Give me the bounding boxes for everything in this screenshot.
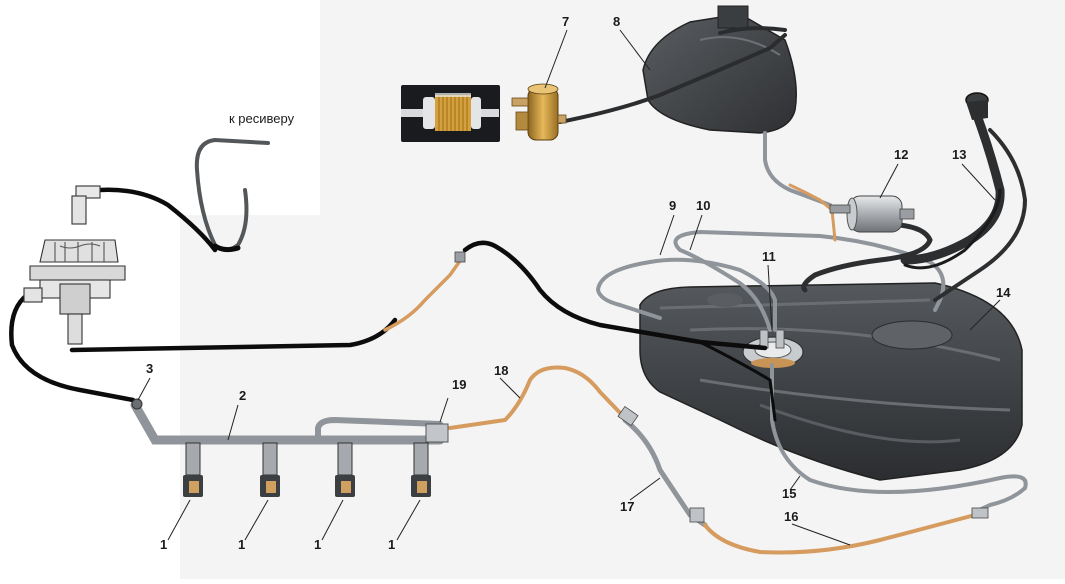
callout-8: 8 [613,14,621,29]
fuel-rail [130,398,449,445]
callout-2: 2 [239,388,247,403]
injector-2 [260,442,280,497]
injector-4 [411,442,431,497]
callout-19: 19 [452,377,467,392]
copper-tubes [383,183,977,555]
callout-17: 17 [620,499,635,514]
filler-neck-cap [965,92,989,120]
evap-canister [642,5,797,134]
receiver-caption: к ресиверу [229,111,295,126]
callout-18: 18 [494,363,509,378]
leader-lines [137,29,1001,546]
callout-1-b: 1 [238,537,246,552]
black-hoses [9,105,1028,422]
callout-12: 12 [894,147,909,162]
injector-3 [335,442,355,497]
callout-1-c: 1 [314,537,322,552]
pressure-regulator [23,185,126,345]
injector-1 [183,442,203,497]
inline-filter-icon [401,93,499,131]
callout-10: 10 [696,198,711,213]
callout-16: 16 [784,509,799,524]
purge-valve [511,83,567,141]
metal-tubes [194,26,1028,528]
injectors [183,442,431,497]
fuel-filter-photo [401,85,500,142]
callout-14: 14 [996,285,1011,300]
fuel-tank [639,282,1023,481]
callout-7: 7 [562,14,570,29]
callout-13: 13 [952,147,967,162]
callout-3: 3 [146,361,154,376]
callout-1-d: 1 [388,537,396,552]
callout-11: 11 [762,249,776,264]
callout-1-a: 1 [160,537,168,552]
tube-fittings [454,251,989,523]
fuel-filter [829,195,915,233]
callout-15: 15 [782,486,797,501]
callout-9: 9 [669,198,677,213]
